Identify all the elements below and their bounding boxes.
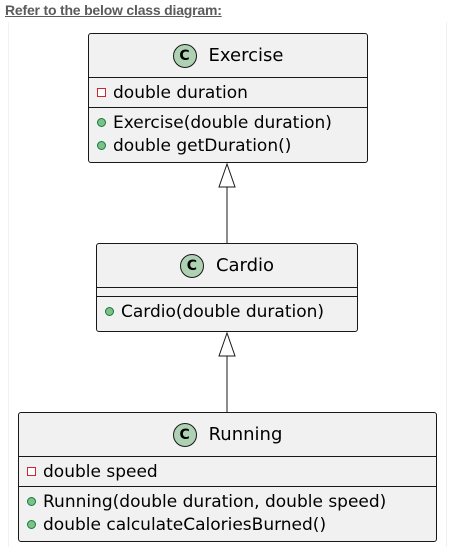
class-exercise: C Exercise double duration Exercise(doub…	[88, 33, 368, 163]
public-visibility-icon	[97, 141, 106, 150]
class-running-header: C Running	[19, 413, 436, 457]
public-visibility-icon	[27, 520, 36, 529]
class-cardio-fields	[97, 288, 357, 297]
class-badge-icon: C	[172, 422, 197, 447]
class-cardio: C Cardio Cardio(double duration)	[96, 243, 358, 332]
method-text: double getDuration()	[113, 135, 292, 156]
field-row: double speed	[27, 460, 436, 483]
class-badge-icon: C	[172, 43, 197, 68]
method-row: Exercise(double duration)	[97, 111, 367, 134]
public-visibility-icon	[105, 307, 114, 316]
method-text: Cardio(double duration)	[121, 301, 325, 322]
class-cardio-methods: Cardio(double duration)	[97, 297, 357, 326]
class-exercise-header: C Exercise	[89, 34, 367, 78]
method-text: Exercise(double duration)	[113, 112, 332, 133]
public-visibility-icon	[27, 497, 36, 506]
method-text: Running(double duration, double speed)	[43, 491, 387, 512]
class-cardio-name: Cardio	[215, 255, 275, 276]
class-running: C Running double speed Running(double du…	[18, 412, 437, 542]
class-exercise-name: Exercise	[208, 45, 284, 66]
class-exercise-methods: Exercise(double duration) double getDura…	[89, 108, 367, 160]
class-running-name: Running	[208, 424, 283, 445]
class-exercise-fields: double duration	[89, 78, 367, 108]
public-visibility-icon	[97, 118, 106, 127]
class-running-fields: double speed	[19, 457, 436, 487]
method-row: double calculateCaloriesBurned()	[27, 513, 436, 536]
class-cardio-header: C Cardio	[97, 244, 357, 288]
page-heading: Refer to the below class diagram:	[5, 2, 222, 18]
private-visibility-icon	[97, 88, 106, 97]
method-text: double calculateCaloriesBurned()	[43, 514, 327, 535]
method-row: Cardio(double duration)	[105, 300, 357, 323]
class-running-methods: Running(double duration, double speed) d…	[19, 487, 436, 539]
method-row: double getDuration()	[97, 134, 367, 157]
field-text: double speed	[43, 461, 158, 482]
field-text: double duration	[113, 82, 248, 103]
method-row: Running(double duration, double speed)	[27, 490, 436, 513]
class-badge-icon: C	[179, 253, 204, 278]
field-row: double duration	[97, 81, 367, 104]
private-visibility-icon	[27, 467, 36, 476]
